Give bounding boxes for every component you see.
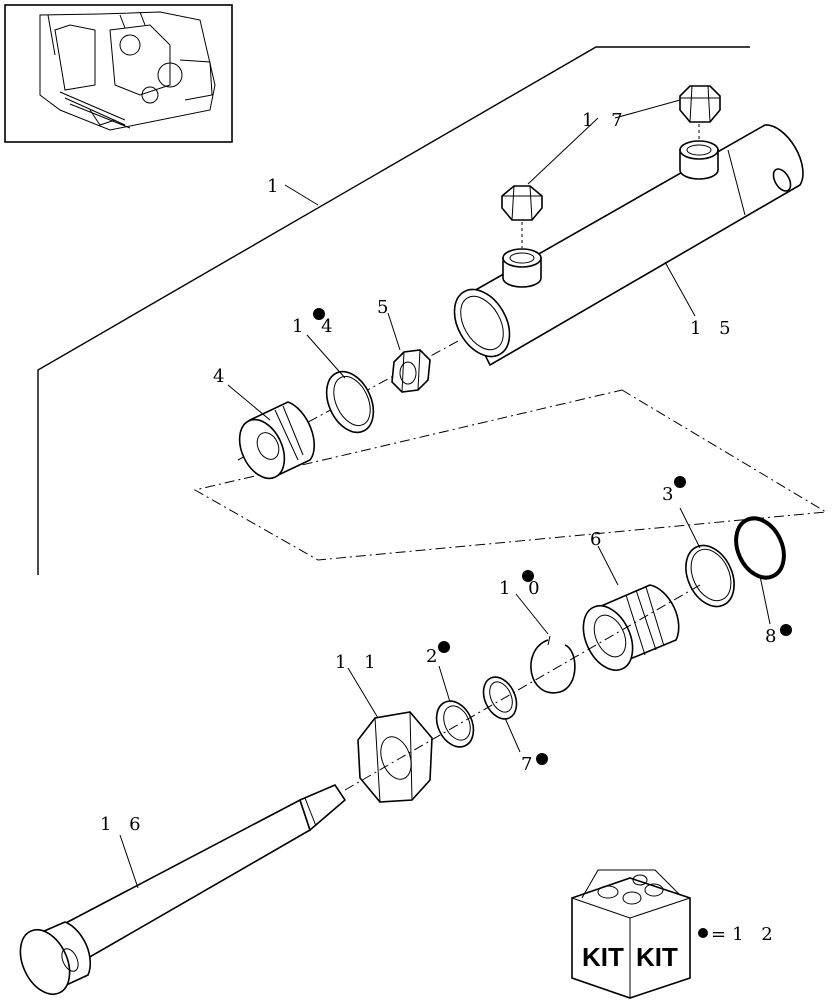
label-7: 7 bbox=[521, 754, 538, 775]
kit-dot-10 bbox=[522, 570, 534, 582]
gland bbox=[582, 584, 680, 671]
label-5: 5 bbox=[377, 297, 394, 318]
kit-label-left: KIT bbox=[582, 942, 624, 972]
label-14: 1 4 bbox=[292, 316, 339, 337]
backup-ring bbox=[685, 544, 735, 608]
rod-seal bbox=[482, 676, 518, 720]
label-10: 1 0 bbox=[499, 578, 546, 599]
label-1: 1 bbox=[267, 176, 284, 197]
kit-box-icon: KIT KIT bbox=[571, 869, 691, 999]
label-3: 3 bbox=[662, 484, 679, 505]
kit-legend-dot bbox=[698, 928, 708, 938]
kit-legend-text: =1 2 bbox=[711, 924, 779, 945]
kit-dot-14 bbox=[313, 308, 325, 320]
label-4: 4 bbox=[213, 366, 230, 387]
piston-seal bbox=[325, 370, 375, 434]
kit-markers bbox=[313, 308, 792, 765]
port-plug-lower bbox=[501, 185, 543, 248]
label-6: 6 bbox=[590, 529, 607, 550]
group-bracket-1 bbox=[37, 46, 750, 575]
piston-nut bbox=[391, 349, 431, 393]
piston-rod bbox=[19, 784, 347, 995]
label-17: 1 7 bbox=[582, 110, 629, 131]
location-thumbnail bbox=[4, 4, 233, 143]
snap-ring bbox=[530, 639, 576, 694]
leader-lines bbox=[119, 99, 771, 889]
o-ring bbox=[734, 516, 786, 580]
label-16: 1 6 bbox=[100, 814, 147, 835]
label-15: 1 5 bbox=[690, 318, 737, 339]
kit-dot-2 bbox=[438, 641, 450, 653]
label-11: 1 1 bbox=[335, 652, 382, 673]
callout-labels: 1 1 7 1 4 5 1 5 4 3 6 1 0 2 1 1 8 7 1 6 bbox=[100, 110, 782, 835]
port-plug-upper bbox=[679, 85, 721, 142]
kit-dot-3 bbox=[674, 476, 686, 488]
cylinder-barrel bbox=[453, 124, 804, 367]
kit-dot-8 bbox=[780, 624, 792, 636]
locknut bbox=[357, 711, 433, 803]
piston bbox=[238, 401, 315, 480]
kit-dot-7 bbox=[536, 753, 548, 765]
seal-kit-boundary bbox=[193, 389, 828, 561]
wiper-seal bbox=[435, 700, 475, 748]
label-8: 8 bbox=[765, 626, 782, 647]
label-2: 2 bbox=[426, 646, 443, 667]
kit-label-right: KIT bbox=[636, 942, 678, 972]
